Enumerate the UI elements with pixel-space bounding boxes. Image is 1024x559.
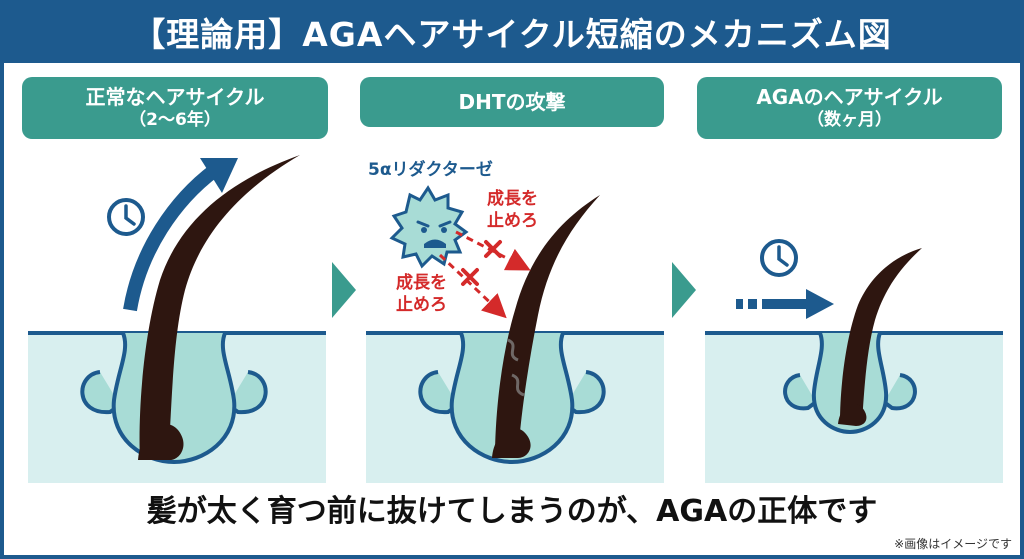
hair-bulb <box>492 428 531 458</box>
page-title: 【理論用】AGAヘアサイクル短縮のメカニズム図 <box>132 14 892 54</box>
panel-header-normal-sublabel: （2〜6年） <box>129 110 221 130</box>
clock-icon <box>107 198 145 236</box>
image-note: ※画像はイメージです <box>894 537 1012 551</box>
chevron-right-icon <box>672 262 696 318</box>
stop-label-line: 成長を <box>396 273 447 293</box>
attack-arrow <box>438 253 507 319</box>
bottom-message: 髪が太く育つ前に抜けてしまうのが、AGAの正体です <box>146 494 878 529</box>
panel-header-normal-label: 正常なヘアサイクル <box>85 85 265 109</box>
diagram-frame <box>0 63 1024 559</box>
hair-bulb <box>138 424 184 460</box>
title-bar: 【理論用】AGAヘアサイクル短縮のメカニズム図 <box>0 0 1024 63</box>
clock-icon <box>760 239 798 277</box>
panel-header-aga: AGAのヘアサイクル （数ヶ月） <box>697 77 1002 139</box>
enzyme-label: 5αリダクターゼ <box>368 160 493 180</box>
panel-header-aga-label: AGAのヘアサイクル <box>756 85 943 109</box>
panel-dht <box>366 185 664 483</box>
panel-header-normal: 正常なヘアサイクル （2〜6年） <box>22 77 328 139</box>
sebaceous-gland <box>80 370 268 415</box>
stop-label: 成長を 止めろ <box>396 272 447 316</box>
cross-icon <box>484 240 502 258</box>
sebaceous-gland <box>783 373 917 411</box>
stop-label-line: 止めろ <box>396 295 447 315</box>
hair-bulb <box>838 403 867 426</box>
panel-header-dht-label: DHTの攻撃 <box>458 90 566 114</box>
chevron-right-icon <box>332 262 356 318</box>
panel-header-aga-sublabel: （数ヶ月） <box>807 110 892 130</box>
enzyme-icon <box>389 185 469 269</box>
attack-arrow <box>455 230 531 271</box>
arrow-up-icon <box>123 164 220 312</box>
stop-label: 成長を 止めろ <box>487 188 538 232</box>
dashed-arrow-icon <box>736 289 834 319</box>
damage-mark <box>507 338 525 397</box>
stop-label-line: 止めろ <box>487 211 538 231</box>
panel-header-dht: DHTの攻撃 <box>360 77 664 127</box>
stop-label-line: 成長を <box>487 189 538 209</box>
cross-icon <box>461 268 479 286</box>
arrow-up-icon-head <box>200 158 238 193</box>
panel-aga <box>705 239 1003 483</box>
hair-strand <box>840 248 922 422</box>
panel-normal <box>28 155 326 483</box>
sebaceous-gland <box>418 370 606 415</box>
